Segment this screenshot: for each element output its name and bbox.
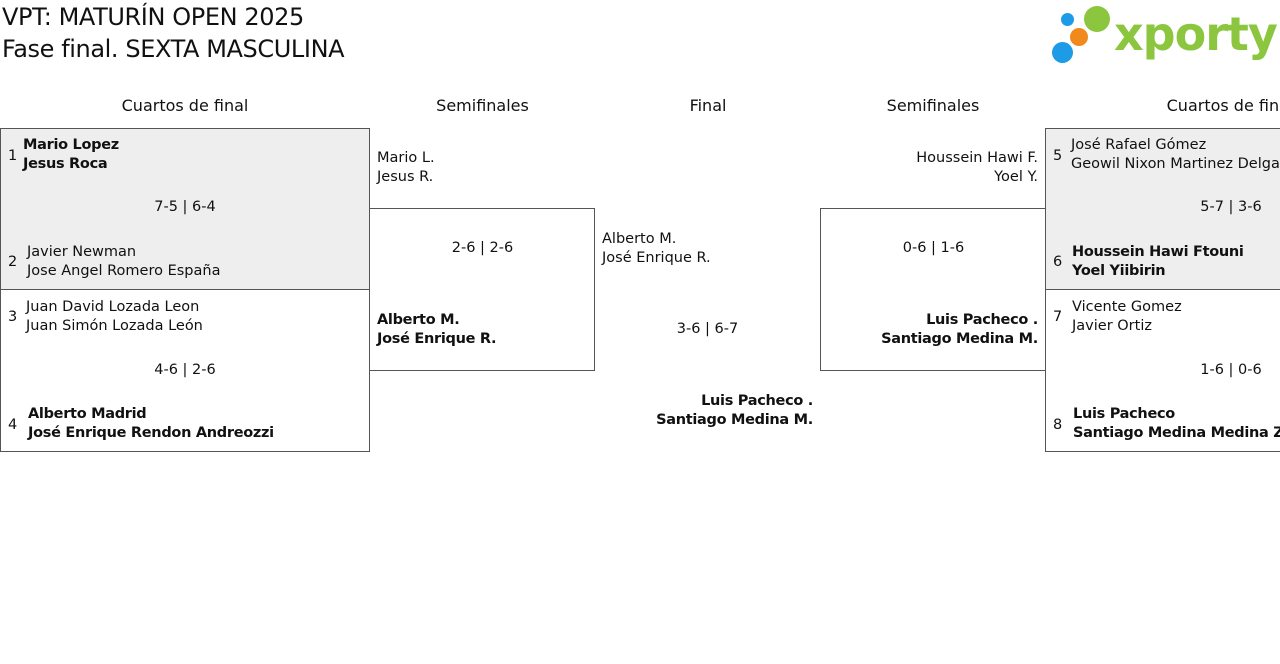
seed-number: 4 (8, 417, 18, 433)
round-header-sf-left: Semifinales (436, 96, 529, 115)
player-name: José Enrique Rendon Andreozzi (28, 425, 274, 441)
match-score: 4-6 | 2-6 (154, 362, 216, 378)
seed-number: 2 (8, 254, 18, 270)
player-name: Geowil Nixon Martinez Delgado (1071, 156, 1280, 172)
player-name: Santiago Medina Medina Zambrano (1073, 425, 1280, 441)
qf-right-match-2[interactable]: 7 Vicente Gomez Javier Ortiz 1-6 | 0-6 8… (1045, 289, 1280, 452)
sf-left-top-player: Mario L. (377, 150, 435, 166)
sf-right-match[interactable]: 0-6 | 1-6 Luis Pacheco . Santiago Medina… (820, 208, 1046, 371)
player-name: Alberto M. (377, 312, 460, 328)
champion-name: Santiago Medina M. (656, 412, 813, 428)
player-name: Juan Simón Lozada León (26, 318, 203, 334)
final-match[interactable]: Alberto M. José Enrique R. 3-6 | 6-7 Lui… (595, 208, 821, 448)
sf-left-top-player: Jesus R. (377, 169, 434, 185)
logo-dot-green (1084, 6, 1110, 32)
sf-right-top-player: Houssein Hawi F. (916, 150, 1038, 166)
logo-dot-orange (1070, 28, 1088, 46)
match-score: 2-6 | 2-6 (451, 240, 514, 256)
xporty-logo: xporty (1050, 4, 1280, 68)
round-header-final: Final (689, 96, 727, 115)
match-score: 7-5 | 6-4 (154, 199, 216, 215)
player-name: Jesus Roca (23, 156, 108, 172)
player-name: Javier Newman (27, 244, 137, 260)
round-header-sf-right: Semifinales (886, 96, 980, 115)
player-name: Santiago Medina M. (881, 331, 1038, 347)
phase-title: Fase final. SEXTA MASCULINA (2, 35, 345, 63)
player-name: Jose Angel Romero España (27, 263, 221, 279)
player-name: Alberto M. (602, 231, 677, 247)
seed-number: 3 (8, 309, 18, 325)
player-name: Mario Lopez (23, 137, 119, 153)
player-name: Juan David Lozada Leon (26, 299, 200, 315)
match-score: 3-6 | 6-7 (676, 321, 739, 337)
player-name: José Enrique R. (602, 250, 711, 266)
seed-number: 7 (1053, 309, 1063, 325)
qf-right-match-1[interactable]: 5 José Rafael Gómez Geowil Nixon Martine… (1045, 128, 1280, 290)
match-score: 0-6 | 1-6 (902, 240, 965, 256)
sf-left-match[interactable]: 2-6 | 2-6 Alberto M. José Enrique R. (369, 208, 595, 371)
player-name: José Enrique R. (377, 331, 497, 347)
player-name: Alberto Madrid (28, 406, 147, 422)
logo-dot-blue-large (1052, 42, 1073, 63)
player-name: Javier Ortiz (1072, 318, 1152, 334)
qf-left-match-2[interactable]: 3 Juan David Lozada Leon Juan Simón Loza… (0, 289, 370, 452)
seed-number: 5 (1053, 148, 1063, 164)
player-name: Yoel Yiibirin (1072, 263, 1166, 279)
match-score: 5-7 | 3-6 (1200, 199, 1262, 215)
seed-number: 8 (1053, 417, 1063, 433)
seed-number: 6 (1053, 254, 1063, 270)
logo-wordmark: xporty (1114, 7, 1278, 61)
champion-name: Luis Pacheco . (701, 393, 813, 409)
match-score: 1-6 | 0-6 (1200, 362, 1262, 378)
player-name: Vicente Gomez (1072, 299, 1182, 315)
qf-left-match-1[interactable]: 1 Mario Lopez Jesus Roca 7-5 | 6-4 2 Jav… (0, 128, 370, 290)
round-header-qf-right: Cuartos de final (1166, 96, 1280, 115)
sf-right-top-player: Yoel Y. (994, 169, 1038, 185)
tournament-title: VPT: MATURÍN OPEN 2025 (2, 3, 304, 31)
seed-number: 1 (8, 148, 18, 164)
player-name: José Rafael Gómez (1071, 137, 1207, 153)
round-header-qf-left: Cuartos de final (121, 96, 249, 115)
player-name: Houssein Hawi Ftouni (1072, 244, 1244, 260)
player-name: Luis Pacheco (1073, 406, 1175, 422)
logo-dot-blue (1061, 13, 1074, 26)
player-name: Luis Pacheco . (926, 312, 1038, 328)
